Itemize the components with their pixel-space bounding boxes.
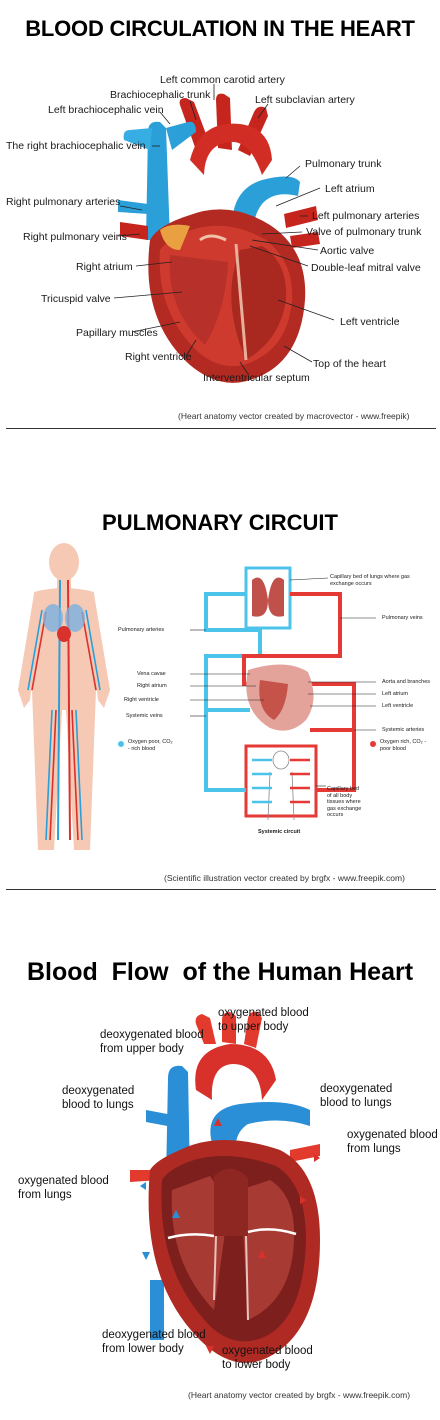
section2-credit: (Scientific illustration vector created … xyxy=(164,873,405,883)
section3-title: Blood Flow of the Human Heart xyxy=(26,958,414,986)
label-brachiocephalic-trunk: Brachiocephalic trunk xyxy=(110,89,211,101)
label-capillary-body: Capillary bed of all body tissues where … xyxy=(327,786,362,818)
label-aorta-branches: Aorta and branches xyxy=(382,679,431,685)
label-valve-pulmonary-trunk: Valve of pulmonary trunk xyxy=(306,226,422,238)
label-systemic-arteries: Systemic arteries xyxy=(382,727,425,733)
label-right-ventricle: Right ventricle xyxy=(125,351,192,363)
label-interventricular-septum: Interventricular septum xyxy=(203,372,310,384)
label-vena-cavae: Vena cavae xyxy=(137,671,166,677)
label-deoxy-lungs-right: deoxygenated blood to lungs xyxy=(320,1083,393,1109)
label-deoxy-upper: deoxygenated blood from upper body xyxy=(100,1029,204,1055)
label-capillary-lungs: Capillary bed of lungs where gas exchang… xyxy=(330,574,410,587)
label-left-subclavian: Left subclavian artery xyxy=(255,94,355,106)
label-left-ventricle-2: Left ventricle xyxy=(382,703,414,709)
label-oxy-upper: oxygenated blood to upper body xyxy=(218,1007,309,1033)
legend-red-dot xyxy=(370,741,376,747)
label-oxy-lower: oxygenated blood to lower body xyxy=(222,1345,313,1371)
label-right-atrium: Right atrium xyxy=(76,261,133,273)
label-left-ventricle: Left ventricle xyxy=(340,316,400,328)
label-papillary-muscles: Papillary muscles xyxy=(76,327,158,339)
label-left-common-carotid: Left common carotid artery xyxy=(160,74,285,86)
label-top-of-heart: Top of the heart xyxy=(313,358,386,370)
section1-title: BLOOD CIRCULATION IN THE HEART xyxy=(25,16,415,41)
label-right-brachiocephalic-vein: The right brachiocephalic vein xyxy=(6,140,146,152)
heart-anatomy-illustration xyxy=(113,84,335,383)
label-systemic-veins: Systemic veins xyxy=(126,713,163,719)
section3-credit: (Heart anatomy vector created by brgfx -… xyxy=(188,1390,411,1400)
label-left-atrium-2: Left atrium xyxy=(382,691,408,697)
label-right-pulmonary-arteries: Right pulmonary arteries xyxy=(6,196,121,208)
blood-flow-heart-illustration xyxy=(130,1011,320,1363)
label-systemic-circuit: Systemic circuit xyxy=(258,829,301,835)
pulmonary-circuit-diagram xyxy=(190,566,376,821)
label-deoxy-lower: deoxygenated blood from lower body xyxy=(102,1329,206,1355)
label-left-brachiocephalic-vein: Left brachiocephalic vein xyxy=(48,104,164,116)
label-oxy-from-lungs-left: oxygenated blood from lungs xyxy=(18,1175,109,1201)
legend-blue-dot xyxy=(118,741,124,747)
label-tricuspid-valve: Tricuspid valve xyxy=(41,293,111,305)
label-deoxy-lungs-left: deoxygenated blood to lungs xyxy=(62,1085,135,1111)
label-oxy-from-lungs-right: oxygenated blood from lungs xyxy=(347,1129,438,1155)
label-pulmonary-veins: Pulmonary veins xyxy=(382,615,423,621)
legend-oxygen-poor: Oxygen poor, CO₂ - rich blood xyxy=(128,739,173,752)
label-left-atrium: Left atrium xyxy=(325,183,375,195)
body-circulation-illustration xyxy=(18,543,110,850)
label-right-ventricle-2: Right ventricle xyxy=(124,697,159,703)
label-aortic-valve: Aortic valve xyxy=(320,245,375,257)
section1-credit: (Heart anatomy vector created by macrove… xyxy=(178,411,410,421)
section1-divider xyxy=(6,428,436,429)
label-right-pulmonary-veins: Right pulmonary veins xyxy=(23,231,127,243)
label-mitral-valve: Double-leaf mitral valve xyxy=(311,262,421,274)
legend-oxygen-rich: Oxygen rich, CO₂ - poor blood xyxy=(380,739,427,752)
section2-title: PULMONARY CIRCUIT xyxy=(102,510,338,535)
label-left-pulmonary-arteries: Left pulmonary arteries xyxy=(312,210,420,222)
label-pulmonary-arteries: Pulmonary arteries xyxy=(118,627,165,633)
label-right-atrium-2: Right atrium xyxy=(137,683,167,689)
label-pulmonary-trunk: Pulmonary trunk xyxy=(305,158,382,170)
section2-divider xyxy=(6,889,436,890)
